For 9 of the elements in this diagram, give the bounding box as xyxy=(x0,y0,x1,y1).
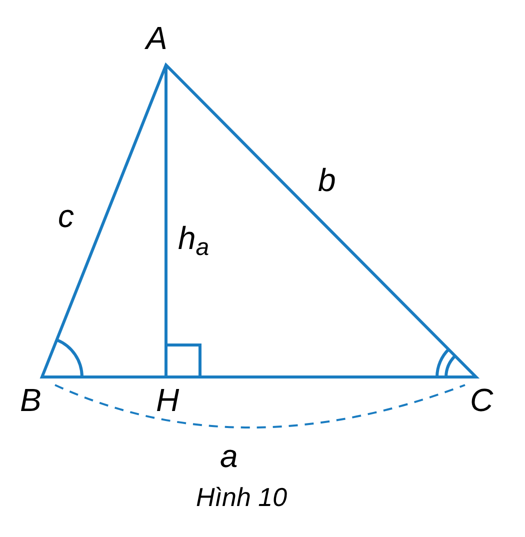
figure-caption: Hình 10 xyxy=(196,484,288,510)
vertex-label: B xyxy=(20,384,42,416)
side-label: c xyxy=(58,200,74,232)
side-label: a xyxy=(220,440,238,472)
altitude-label: h$_{a}$ xyxy=(178,222,210,254)
side-label: b xyxy=(318,164,336,196)
vertex-label: H xyxy=(156,384,180,416)
vertex-label: A xyxy=(146,22,168,54)
vertex-label: C xyxy=(470,384,494,416)
